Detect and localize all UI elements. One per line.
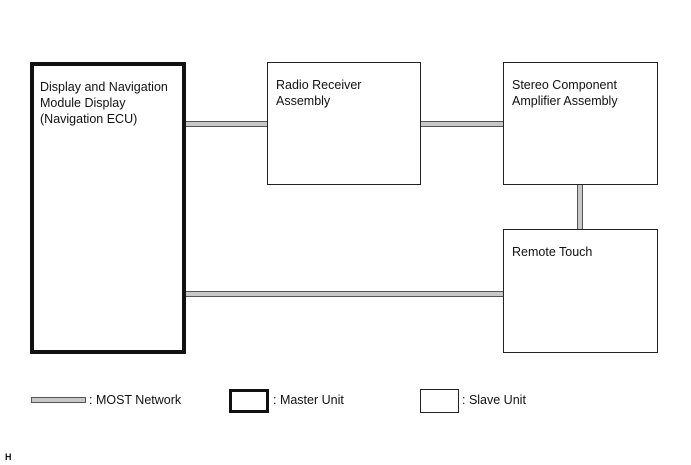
legend-master-unit-label: : Master Unit xyxy=(273,393,344,407)
navigation-ecu-block: Display and Navigation Module Display (N… xyxy=(30,62,186,354)
figure-code: H xyxy=(5,452,12,462)
radio-receiver-label: Radio Receiver Assembly xyxy=(276,78,362,108)
most-bus-radio-to-amplifier xyxy=(419,121,505,127)
remote-touch-label: Remote Touch xyxy=(512,245,593,259)
legend-most-network-swatch xyxy=(31,397,86,403)
legend-slave-unit-swatch xyxy=(420,389,459,413)
radio-receiver-block: Radio Receiver Assembly xyxy=(267,62,421,185)
stereo-amplifier-block: Stereo Component Amplifier Assembly xyxy=(503,62,658,185)
most-bus-amplifier-to-remote-touch xyxy=(577,183,583,231)
legend-slave-unit-label: : Slave Unit xyxy=(462,393,526,407)
legend-most-network-label: : MOST Network xyxy=(89,393,182,407)
most-bus-ecu-to-radio xyxy=(184,121,270,127)
remote-touch-block: Remote Touch xyxy=(503,229,658,353)
most-bus-remote-touch-to-ecu xyxy=(184,291,506,297)
navigation-ecu-label: Display and Navigation Module Display (N… xyxy=(40,80,168,126)
stereo-amplifier-label: Stereo Component Amplifier Assembly xyxy=(512,78,618,108)
legend-master-unit-swatch xyxy=(229,389,269,413)
